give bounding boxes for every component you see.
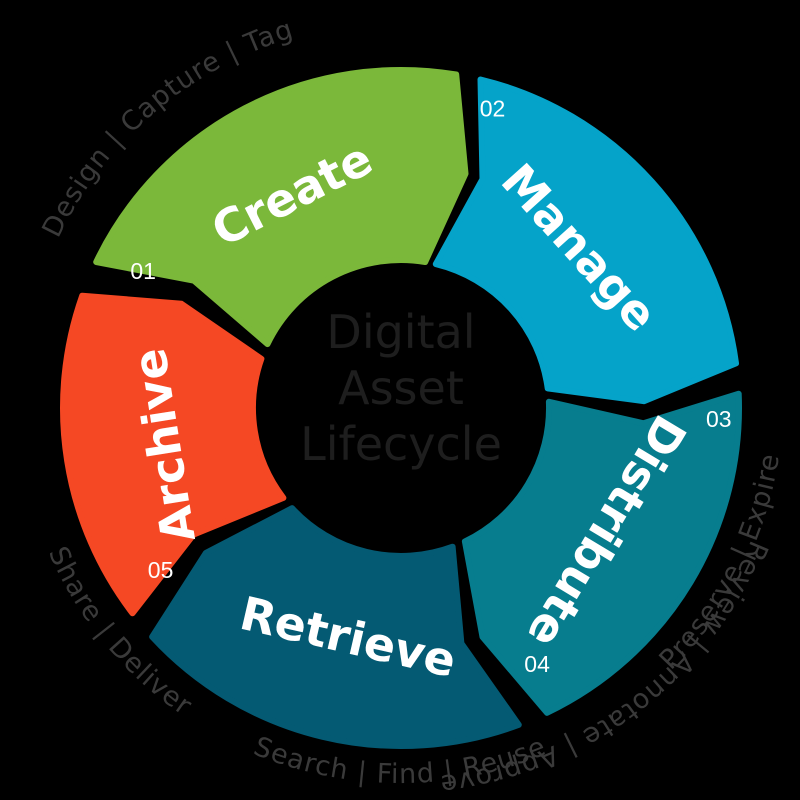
segment-number: 02 (480, 96, 506, 122)
segment-shape (461, 390, 742, 716)
segment-shape (432, 76, 739, 405)
center-title-line-1: Digital (326, 305, 475, 359)
center-title-line-3: Lifecycle (300, 417, 502, 471)
segment-number: 04 (524, 651, 550, 677)
segment-number: 05 (148, 557, 174, 583)
segment-shape (60, 292, 287, 617)
center-title-line-2: Asset (338, 361, 464, 415)
segment-number: 01 (130, 258, 156, 284)
center-title: Digital Asset Lifecycle (300, 305, 502, 471)
segment-shape (93, 67, 469, 348)
segment-shape (149, 505, 522, 749)
segment-number: 03 (706, 406, 732, 432)
